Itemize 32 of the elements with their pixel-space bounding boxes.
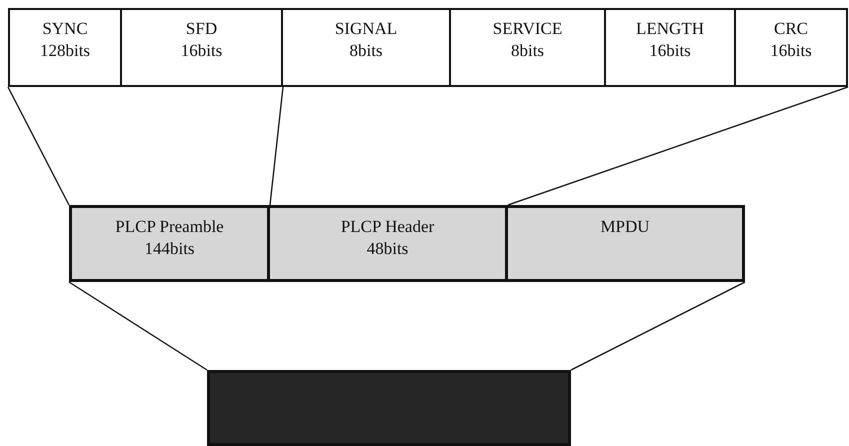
bit-length: 16bits xyxy=(770,40,812,62)
bit-length: 144bits xyxy=(144,238,195,260)
bit-length: 8bits xyxy=(349,40,383,62)
field-name: CRC xyxy=(774,18,808,40)
expansion-line xyxy=(508,86,848,206)
field-cell xyxy=(283,8,451,87)
bit-length: 48bits xyxy=(366,238,408,260)
expansion-line xyxy=(570,281,746,371)
bit-length: 16bits xyxy=(180,40,222,62)
field-name: PLCP Preamble xyxy=(115,216,224,238)
field-name: LENGTH xyxy=(636,18,704,40)
expansion-line xyxy=(7,86,70,206)
bit-length: 128bits xyxy=(40,40,90,62)
bit-length: 8bits xyxy=(510,40,544,62)
expansion-line xyxy=(68,281,208,371)
field-name: PLCP Header xyxy=(340,216,434,238)
frame-block xyxy=(207,370,571,446)
field-name: SIGNAL xyxy=(334,18,398,40)
field-cell xyxy=(122,8,283,87)
frame-segment xyxy=(270,205,508,282)
field-cell xyxy=(8,8,122,87)
field-name: SFD xyxy=(186,18,218,40)
field-name: SERVICE xyxy=(492,18,562,40)
field-cell xyxy=(606,8,736,87)
field-cell xyxy=(736,8,848,87)
field-cell xyxy=(451,8,606,87)
frame-segment xyxy=(69,205,270,282)
field-name: MPDU xyxy=(600,216,650,238)
field-name: SYNC xyxy=(42,18,88,40)
frame-segment xyxy=(508,205,745,282)
bit-length: 16bits xyxy=(649,40,691,62)
expansion-line xyxy=(269,86,284,206)
